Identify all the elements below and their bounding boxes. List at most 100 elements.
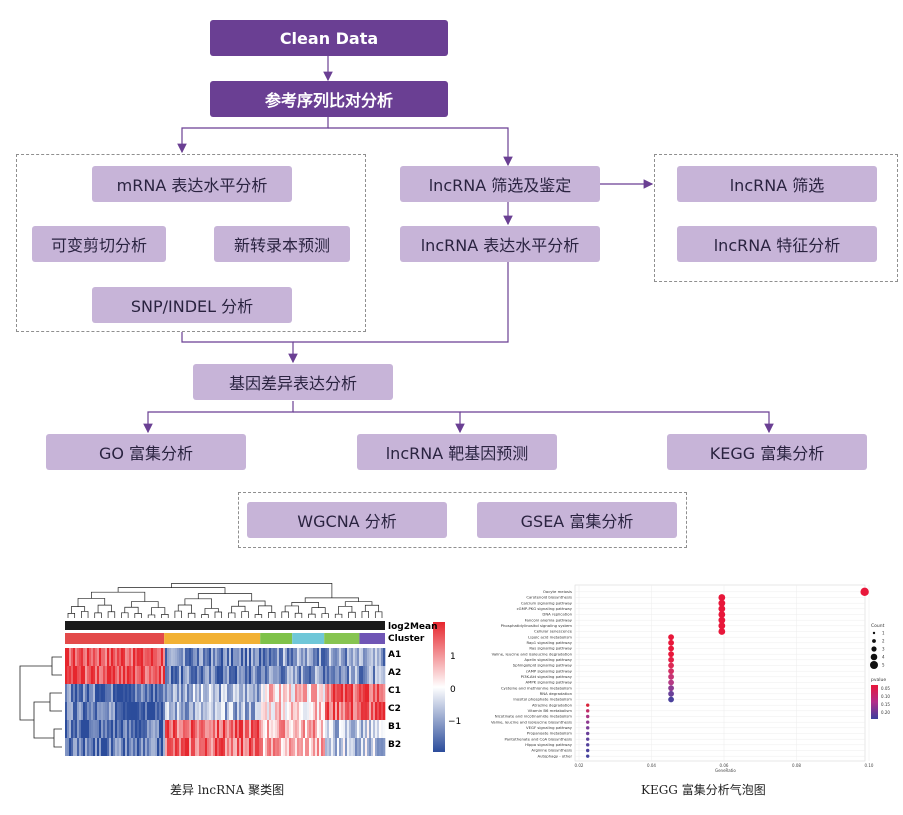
kegg-caption: KEGG 富集分析气泡图: [641, 783, 766, 797]
cluster-segment: [292, 633, 325, 644]
kegg-dot: [668, 696, 674, 703]
kegg-enrichment-node: KEGG 富集分析: [667, 434, 867, 470]
kegg-dot: [668, 656, 674, 663]
kegg-dot: [718, 611, 726, 618]
diff-expression-node: 基因差异表达分析: [193, 364, 393, 400]
kegg-term-label: Phosphatidylinositol signaling system: [501, 623, 573, 628]
count-legend-label: 5: [882, 663, 885, 668]
log2mean-track: [65, 621, 385, 630]
kegg-xlabel: GeneRatio: [715, 768, 736, 773]
kegg-panel: [574, 584, 866, 762]
kegg-dot: [586, 748, 590, 753]
mrna-group-frame: [16, 154, 366, 332]
kegg-term-label: Ras signaling pathway: [529, 646, 572, 651]
track-label-log2mean: log2Mean: [388, 622, 438, 632]
reference-alignment-node: 参考序列比对分析: [210, 81, 448, 117]
wgcna-node: WGCNA 分析: [247, 502, 447, 538]
count-legend-dot: [871, 646, 877, 652]
kegg-dot: [718, 605, 726, 613]
lncrna-features-node: lncRNA 特征分析: [677, 226, 877, 262]
kegg-term-label: Rap1 signaling pathway: [526, 640, 572, 645]
kegg-dot: [860, 587, 869, 597]
kegg-dot: [586, 709, 590, 713]
kegg-term-label: Lipoic acid metabolism: [528, 634, 572, 639]
alt-splicing-node: 可变剪切分析: [32, 226, 166, 262]
pvalue-legend-label: 0.20: [881, 710, 890, 715]
kegg-term-label: Arginine biosynthesis: [531, 748, 572, 753]
cluster-segment: [164, 633, 261, 644]
column-dendrogram: [67, 582, 383, 618]
kegg-dot: [668, 668, 674, 675]
row-label-b2: B2: [388, 740, 401, 750]
scale-tick-low: −1: [448, 717, 461, 727]
lncrna-group-frame: [654, 154, 898, 282]
kegg-dot: [586, 703, 590, 707]
row-label-a2: A2: [388, 668, 401, 678]
novel-transcript-node: 新转录本预测: [214, 226, 350, 262]
cluster-segment: [324, 633, 360, 644]
kegg-dot: [586, 726, 590, 730]
kegg-dot: [668, 685, 674, 692]
kegg-dot: [668, 673, 674, 680]
kegg-dot: [668, 690, 674, 697]
target-prediction-node: lncRNA 靶基因预测: [357, 434, 557, 470]
go-enrichment-node: GO 富集分析: [46, 434, 246, 470]
heatmap-cells: [65, 648, 386, 756]
kegg-dot: [668, 634, 674, 641]
cluster-track: [65, 633, 385, 644]
row-label-a1: A1: [388, 650, 401, 660]
row-label-b1: B1: [388, 722, 401, 732]
kegg-term-label: Valine, leucine and isoleucine biosynthe…: [491, 719, 572, 724]
color-scale-bar: [433, 622, 445, 752]
kegg-term-label: Cellular senescence: [534, 629, 573, 634]
row-label-c1: C1: [388, 686, 401, 696]
kegg-term-label: Atrazine degradation: [532, 702, 573, 707]
cluster-segment: [65, 633, 165, 644]
kegg-dot: [668, 662, 674, 669]
kegg-term-label: Oocyte meiosis: [543, 589, 572, 594]
kegg-term-label: Propanoate metabolism: [527, 731, 573, 736]
kegg-term-label: RNA degradation: [540, 691, 573, 696]
kegg-term-label: Autophagy - other: [537, 753, 572, 758]
kegg-term-label: cAMP signaling pathway: [526, 668, 573, 673]
kegg-dot: [718, 599, 726, 607]
kegg-dot: [586, 737, 590, 741]
count-legend-label: 2: [882, 639, 885, 644]
kegg-dot: [668, 639, 674, 646]
kegg-term-label: Valine, leucine and isoleucine degradati…: [492, 651, 573, 656]
lncrna-screen-identify-node: lncRNA 筛选及鉴定: [400, 166, 600, 202]
cluster-segment: [260, 633, 293, 644]
kegg-term-label: AMPK signaling pathway: [526, 680, 573, 685]
kegg-term-label: Cysteine and methionine metabolism: [501, 685, 572, 690]
lncrna-screen-node: lncRNA 筛选: [677, 166, 877, 202]
kegg-dot: [668, 645, 674, 652]
kegg-xtick: 0.06: [720, 763, 729, 768]
pvalue-legend-label: 0.05: [881, 686, 890, 691]
kegg-term-label: Calcium signaling pathway: [521, 600, 573, 605]
kegg-xtick: 0.08: [792, 763, 801, 768]
kegg-dot: [586, 714, 590, 719]
lncrna-expression-node: lncRNA 表达水平分析: [400, 226, 600, 262]
clean-data-node: Clean Data: [210, 20, 448, 56]
kegg-dot: [586, 731, 590, 736]
pvalue-legend-bar: [871, 685, 878, 719]
kegg-term-label: Nicotinate and nicotinamide metabolism: [495, 714, 572, 719]
kegg-term-label: Vitamin B6 metabolism: [528, 708, 573, 713]
network-group-frame: [238, 492, 687, 548]
count-legend-label: 4: [882, 655, 885, 660]
kegg-dot: [668, 679, 674, 686]
cluster-segment: [359, 633, 385, 644]
kegg-dot: [668, 651, 674, 658]
kegg-term-label: Inositol phosphate metabolism: [513, 697, 572, 702]
flowchart-connectors: [143, 56, 774, 434]
pvalue-legend-label: 0.15: [881, 702, 890, 707]
kegg-dot: [586, 754, 590, 758]
count-legend-dot: [870, 653, 878, 661]
kegg-xtick: 0.04: [647, 763, 656, 768]
kegg-xtick: 0.02: [575, 763, 584, 768]
kegg-term-label: VEGF signaling pathway: [526, 725, 573, 730]
scale-tick-high: 1: [450, 652, 456, 662]
kegg-term-label: cGMP-PKG signaling pathway: [517, 606, 573, 611]
kegg-dot: [586, 743, 590, 747]
kegg-term-label: DNA replication: [542, 612, 572, 617]
